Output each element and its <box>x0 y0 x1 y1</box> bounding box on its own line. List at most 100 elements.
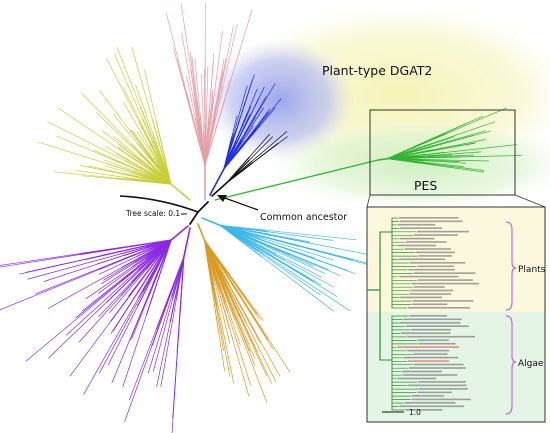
orange-clade-leaf <box>213 283 235 384</box>
common-ancestor-label: Common ancestor <box>260 212 347 223</box>
black-clade-leaf <box>251 131 288 162</box>
inset-leaf-label <box>403 318 462 321</box>
pink-clade-leaf <box>165 12 187 93</box>
orange-clade-leaf <box>217 286 230 329</box>
purple-clade-leaf <box>18 258 87 275</box>
olive-clade-leaf <box>47 121 126 162</box>
pink-clade-leaf <box>222 23 238 87</box>
blue-clade-leaf <box>231 115 238 138</box>
olive-clade-leaf <box>112 135 154 170</box>
cyan-clade-leaf <box>266 241 324 263</box>
inset-leaf-label <box>399 217 459 219</box>
purple-clade-branch <box>101 239 172 256</box>
inset-leaf-label <box>418 388 468 390</box>
plants-bracket <box>505 221 517 311</box>
purple-clade-leaf <box>0 269 100 311</box>
purple-clade-leaf <box>96 247 147 265</box>
plant-type-dgat2-label: Plant-type DGAT2 <box>322 63 432 78</box>
olive-clade-leaf <box>103 159 136 172</box>
purple-clade-branch <box>81 239 172 254</box>
inset-leaf-label <box>407 360 449 362</box>
inset-leaf-label <box>418 255 452 257</box>
inset-leaf-label <box>413 272 476 274</box>
blue-clade-stem <box>209 167 225 196</box>
cyan-clade-branch <box>219 224 271 235</box>
pink-clade-leaf <box>205 66 209 126</box>
inset-leaf-label <box>410 328 451 331</box>
cyan-clade-leaf <box>264 229 357 241</box>
inset-leaf-label <box>412 398 471 401</box>
cyan-clade-leaf <box>260 256 335 312</box>
olive-clade-leaf <box>105 146 151 173</box>
green-clade-leaf <box>433 130 487 146</box>
cyan-clade-leaf <box>270 255 315 282</box>
green-clade-leaf <box>419 159 460 162</box>
olive-clade-leaf <box>136 130 155 159</box>
green-clade-leaf <box>443 144 517 153</box>
green-clade-branch <box>387 148 439 160</box>
cyan-clade-leaf <box>268 231 333 241</box>
green-clade-leaf <box>445 107 507 135</box>
cyan-clade-stem <box>201 217 222 227</box>
blue-clade-leaf <box>237 117 255 147</box>
green-clade-leaf <box>432 139 486 151</box>
olive-clade-leaf <box>81 175 136 181</box>
cyan-clade-leaf <box>263 253 351 312</box>
pink-clade-leaf <box>194 59 201 117</box>
pink-clade-leaf <box>189 52 201 126</box>
orange-clade-leaf <box>227 272 258 315</box>
orange-clade-branch <box>204 240 212 282</box>
purple-clade-leaf <box>75 271 133 319</box>
cyan-clade-leaf <box>298 245 370 266</box>
olive-clade-leaf <box>80 92 133 145</box>
pink-clade-leaf <box>214 25 234 119</box>
inset-leaf-label <box>405 325 469 327</box>
olive-clade-leaf <box>117 144 150 169</box>
inset-leaf-label <box>398 258 446 261</box>
plants-label: Plants <box>518 265 546 275</box>
orange-clade-leaf <box>227 273 260 320</box>
purple-clade-leaf <box>100 261 137 285</box>
orange-clade-leaf <box>234 319 268 403</box>
orange-clade-leaf <box>222 286 256 366</box>
purple-clade-branch <box>121 239 172 268</box>
purple-clade-leaf <box>99 256 138 275</box>
orange-clade-leaf <box>226 311 251 386</box>
purple-clade-leaf <box>131 295 150 340</box>
purple-clade-leaf <box>98 281 133 318</box>
inset-leaf-label <box>408 307 470 309</box>
orange-clade-leaf <box>240 296 291 373</box>
olive-clade-leaf <box>123 102 150 147</box>
purple-clade-leaf <box>78 295 122 343</box>
cyan-clade-leaf <box>289 254 341 276</box>
orange-clade-leaf <box>236 290 274 350</box>
inset-leaf-label <box>412 303 448 306</box>
blue-clade-leaf <box>233 125 254 156</box>
cyan-clade-leaf <box>255 239 329 270</box>
purple-clade-leaf <box>82 266 139 311</box>
olive-clade-leaf <box>114 53 143 119</box>
inset-leaf-label <box>405 241 447 243</box>
green-clade-branch <box>387 156 461 160</box>
olive-clade-leaf <box>131 129 158 166</box>
green-clade-leaf <box>434 134 475 147</box>
green-clade-branch <box>387 133 447 160</box>
green-clade-leaf <box>421 136 455 148</box>
olive-clade-branch <box>152 119 172 185</box>
orange-clade-leaf <box>245 322 277 383</box>
inset-leaf-label <box>400 296 442 299</box>
purple-clade-leaf <box>85 265 134 299</box>
inset-leaf-label <box>407 349 449 352</box>
algae-bracket <box>505 315 517 415</box>
inset-leaf-label <box>409 293 452 295</box>
purple-clade-stem <box>170 225 189 241</box>
inset-leaf-label <box>404 402 456 404</box>
green-clade-leaf <box>460 155 522 158</box>
cyan-clade-leaf <box>275 253 322 278</box>
inset-frame <box>366 206 546 423</box>
purple-clade-branch <box>151 239 172 287</box>
black-clade-leaf <box>248 136 273 161</box>
olive-clade-leaf <box>123 87 152 144</box>
orange-clade-stem <box>197 223 206 242</box>
inset-leaf-label <box>402 374 458 376</box>
